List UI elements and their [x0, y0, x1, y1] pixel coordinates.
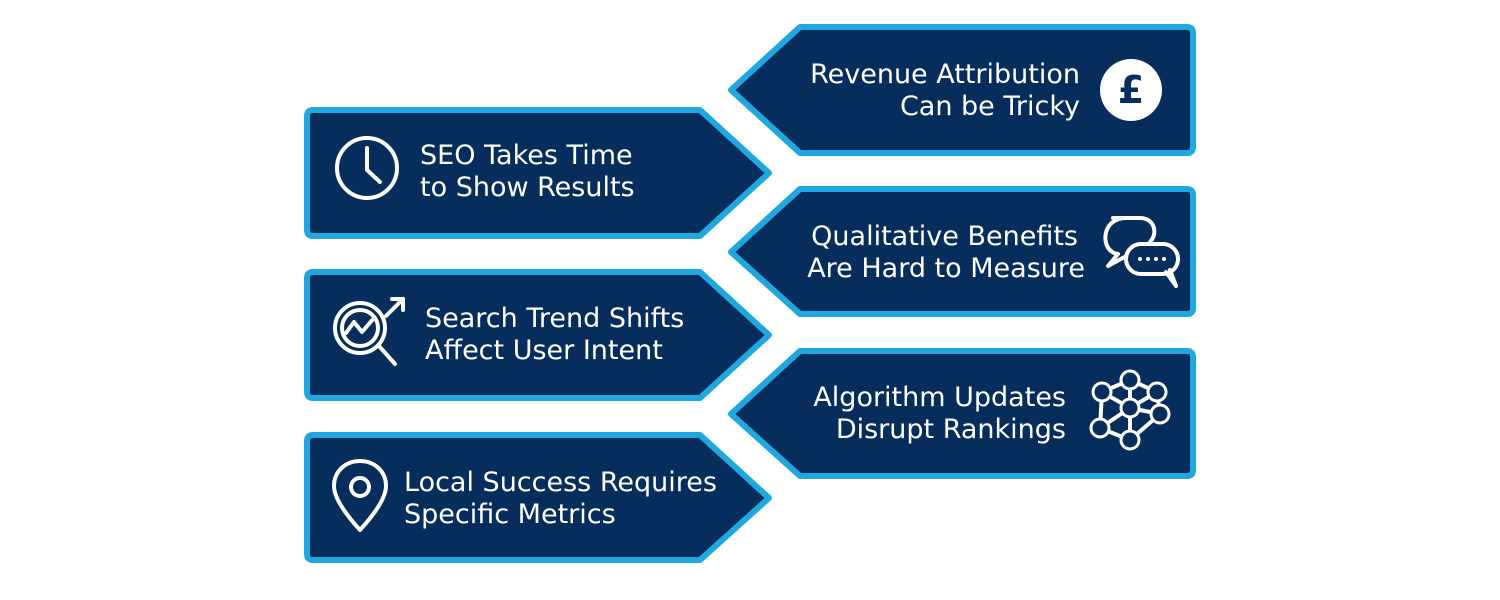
arrow-label-line1: SEO Takes Time	[420, 140, 633, 171]
arrow-shape	[728, 24, 1196, 156]
arrow-shape	[304, 269, 772, 401]
arrow-label-line2: Disrupt Rankings	[836, 414, 1066, 445]
arrow-shape	[304, 107, 772, 239]
svg-text:£: £	[1118, 68, 1144, 112]
trend-magnifier-icon	[333, 297, 405, 366]
arrow-algorithm-updates: Algorithm Updates Disrupt Rankings	[728, 348, 1196, 479]
arrow-qualitative-benefits: Qualitative Benefits Are Hard to Measure	[728, 186, 1196, 317]
clock-icon	[335, 136, 399, 200]
arrow-shape	[728, 186, 1196, 317]
arrow-label-line2: Specific Metrics	[404, 499, 616, 530]
arrow-shape	[304, 432, 772, 563]
arrow-shape	[728, 348, 1196, 479]
arrow-label-line2: Affect User Intent	[425, 335, 663, 366]
arrow-label-line1: Local Success Requires	[404, 467, 717, 498]
location-pin-icon	[332, 459, 388, 532]
arrow-label-line1: Revenue Attribution	[810, 59, 1080, 90]
arrow-local-success: Local Success Requires Specific Metrics	[304, 432, 772, 563]
arrow-label-line2: Are Hard to Measure	[807, 253, 1085, 284]
chat-bubbles-icon	[1103, 216, 1180, 288]
arrow-label-line1: Qualitative Benefits	[811, 221, 1078, 252]
arrow-search-trend-shifts: Search Trend Shifts Affect User Intent	[304, 269, 772, 401]
arrow-seo-takes-time: SEO Takes Time to Show Results	[304, 107, 772, 239]
arrow-revenue-attribution: Revenue Attribution Can be Tricky £	[728, 24, 1196, 156]
arrow-label-line2: Can be Tricky	[900, 91, 1080, 122]
arrow-label-line1: Search Trend Shifts	[425, 303, 684, 334]
network-nodes-icon	[1089, 369, 1171, 451]
arrow-label-line1: Algorithm Updates	[813, 382, 1066, 413]
arrow-label-line2: to Show Results	[420, 172, 635, 203]
pound-sign-icon: £	[1100, 59, 1162, 121]
